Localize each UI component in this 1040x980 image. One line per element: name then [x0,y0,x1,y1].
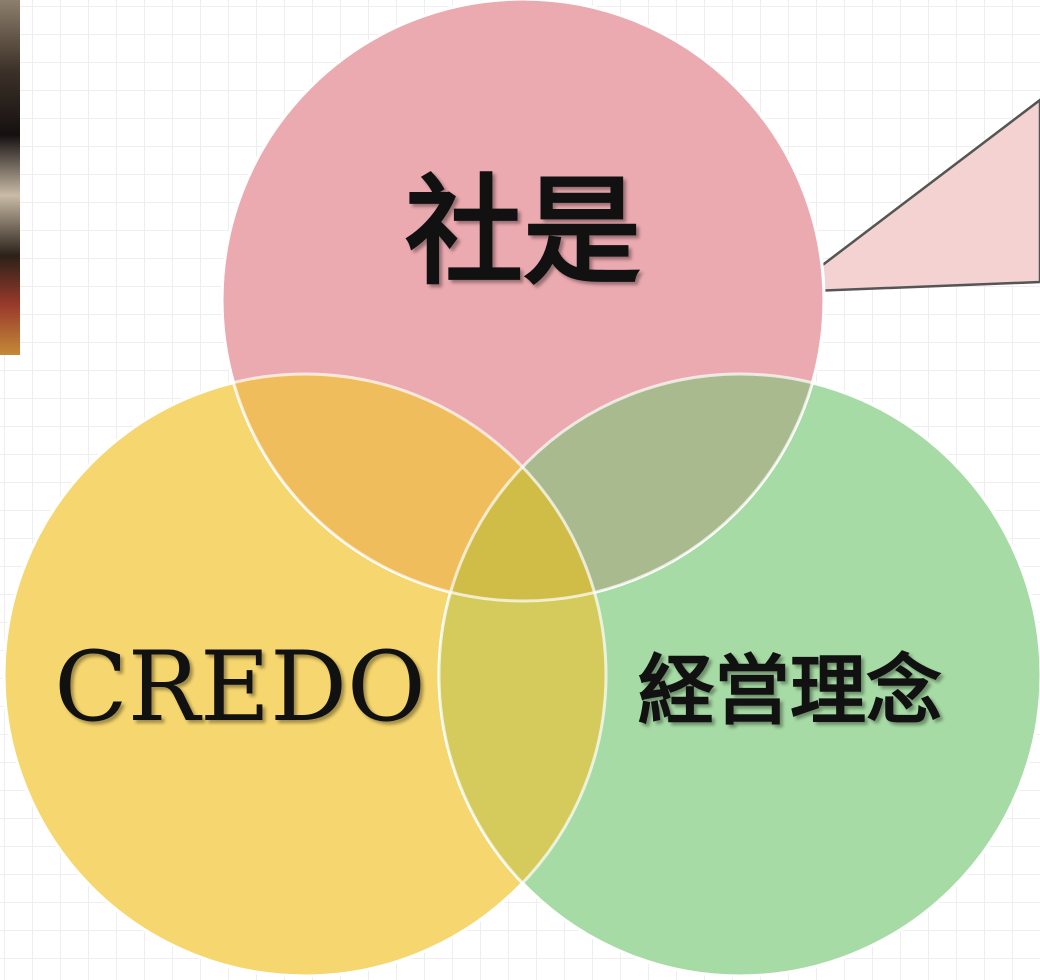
label-keiei-rinen: 経営理念 [638,646,942,735]
circle-left-outline [2,372,608,978]
photo-thumbnail [0,0,20,355]
circle-right-outline [437,372,1040,978]
label-shaze: 社是 [404,162,642,301]
callout-pointer [783,98,1040,294]
overlap-top-right [439,374,824,601]
label-credo: CREDO [54,631,426,743]
circle-top-outline [220,0,826,603]
overlap-top-left [222,374,606,601]
